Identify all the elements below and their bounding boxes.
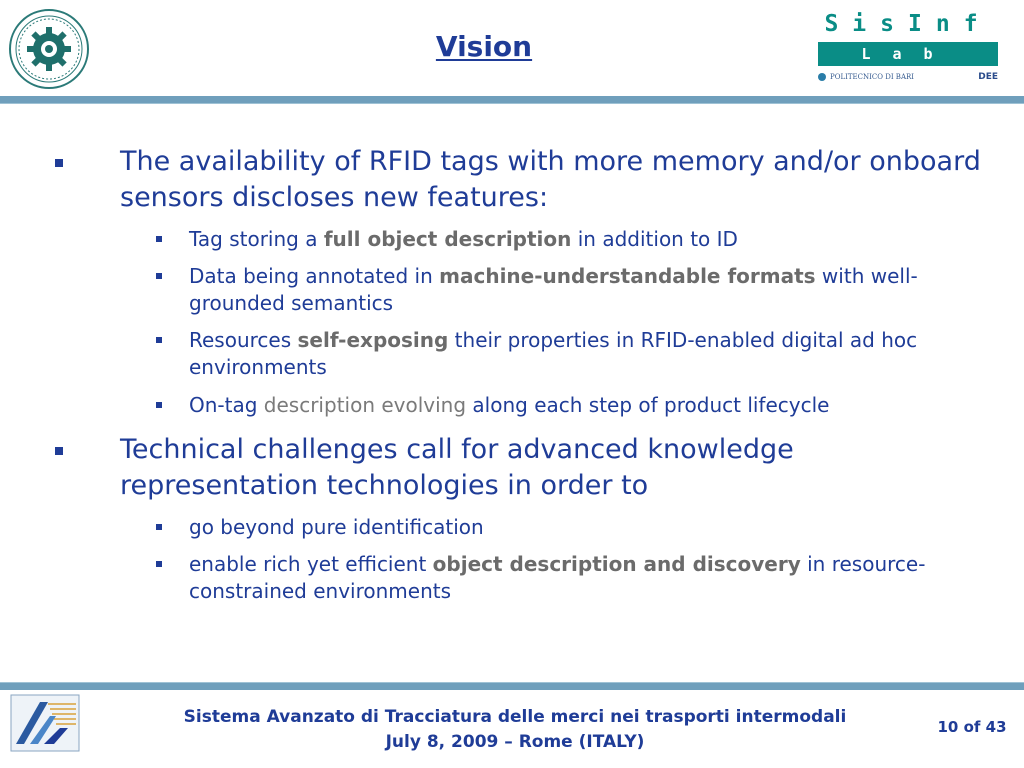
sub-bullet-item: go beyond pure identification <box>156 514 989 541</box>
institution-name: POLITECNICO DI BARI <box>830 73 915 81</box>
page-number: 10 of 43 <box>937 718 1007 736</box>
square-bullet-icon <box>156 273 162 279</box>
sub-bullet-item: Resources self-exposing their properties… <box>156 327 989 381</box>
square-bullet-icon <box>55 159 63 167</box>
slide-title: Vision <box>435 30 533 63</box>
footer-divider <box>0 682 1024 690</box>
sub-bullet-item: Data being annotated in machine-understa… <box>156 263 989 317</box>
footer-project-name: Sistema Avanzato di Tracciatura delle me… <box>183 707 847 727</box>
sub-bullet-item: Tag storing a full object description in… <box>156 226 989 253</box>
dept-name: DEE <box>978 72 998 82</box>
square-bullet-icon <box>156 236 162 242</box>
square-bullet-icon <box>156 402 162 408</box>
header-divider <box>0 96 1024 104</box>
sisinf-logo-line3: POLITECNICO DI BARI DEE <box>818 70 998 84</box>
sisinf-logo-line1: SisInf <box>824 11 992 37</box>
footer-caption: Sistema Avanzato di Tracciatura delle me… <box>100 705 930 755</box>
sisinf-logo-line2: Lab <box>818 42 998 66</box>
footer-date-location: July 8, 2009 – Rome (ITALY) <box>385 732 645 752</box>
sat-project-logo <box>10 694 80 752</box>
square-bullet-icon <box>55 447 63 455</box>
bullet-item-2: Technical challenges call for advanced k… <box>55 432 990 504</box>
square-bullet-icon <box>156 561 162 567</box>
sub-bullet-item: enable rich yet efficient object descrip… <box>156 551 989 605</box>
sisinf-lab-logo: SisInf Lab POLITECNICO DI BARI DEE <box>818 10 998 82</box>
square-bullet-icon <box>156 337 162 343</box>
sub-bullet-item: On-tag description evolving along each s… <box>156 392 989 419</box>
bullet-item-1: The availability of RFID tags with more … <box>55 144 990 216</box>
university-seal-logo <box>8 8 90 90</box>
square-bullet-icon <box>156 524 162 530</box>
politecnico-icon <box>818 73 826 81</box>
